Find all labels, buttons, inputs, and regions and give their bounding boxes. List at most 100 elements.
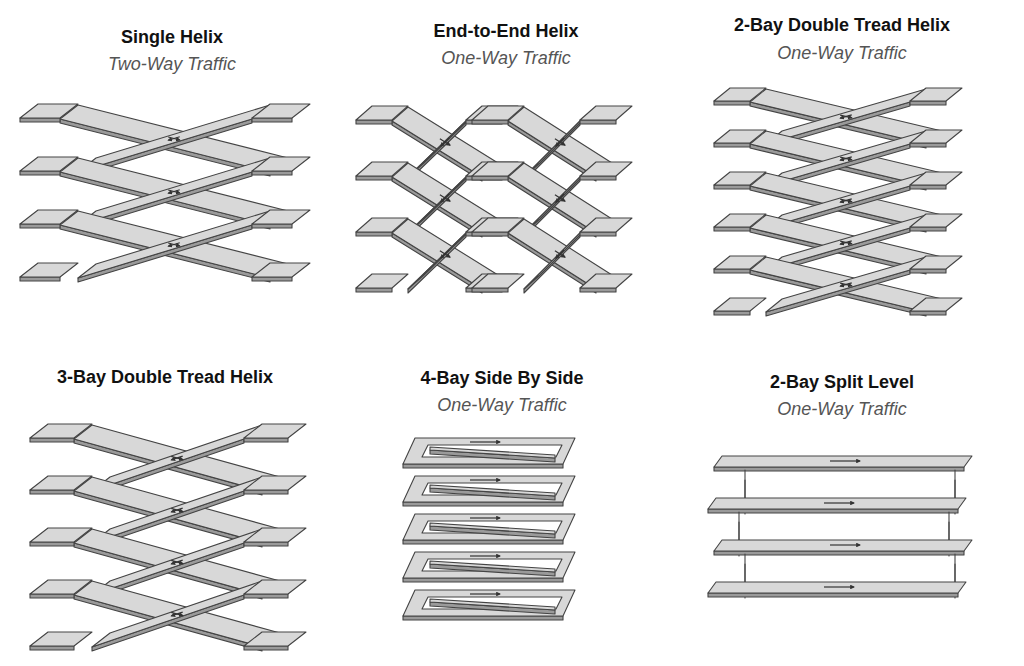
ramp-slab [20,171,60,175]
traffic-arrow [824,502,854,503]
traffic-arrow [470,555,500,556]
ramp-slab [472,106,524,120]
ramp-slab [92,581,262,647]
ramp-slab [472,176,508,180]
ramp-slab [580,218,632,232]
traffic-arrow [168,137,179,140]
traffic-arrow [171,612,183,615]
ramp-slab [708,509,958,513]
ramp-slab [252,263,310,277]
ramp-slab [766,215,926,270]
ramp-slab [714,467,964,471]
traffic-arrow [556,194,564,202]
ramp-slab [244,632,306,646]
ramp-slab [356,162,408,176]
ramp-slab [356,120,392,124]
ramp-slab [580,232,616,236]
ramp-slab [244,424,306,438]
traffic-arrow [840,157,852,160]
ramp-slab [252,118,292,122]
ramp-slab [708,582,966,593]
ramp-slab [750,257,942,312]
traffic-note: Two-Way Traffic [108,53,236,75]
ramp-slab [472,162,524,176]
ramp-slab [714,143,750,147]
ramp-slab [472,120,508,124]
traffic-arrow [168,243,180,246]
traffic-arrow [840,199,852,202]
ramp-slab [910,227,946,231]
ramp-slab [252,171,292,175]
ramp-slab [20,104,78,118]
ramp-slab [580,106,632,120]
ramp-slab [766,131,926,186]
traffic-arrow [168,137,180,140]
traffic-arrow [440,139,450,145]
ramp-slab [20,263,78,277]
ramp-slab [244,438,288,442]
ramp-slab [580,120,616,124]
traffic-arrow [440,195,450,201]
ramp-slab [430,523,555,534]
traffic-arrow [470,517,500,518]
traffic-arrow [171,508,183,511]
ramp-slab [30,490,74,494]
ramp-slab [910,101,946,105]
ramp-slab [92,477,262,543]
ramp-slab [356,176,392,180]
ramp-slab [403,590,575,616]
ramp-slab [910,298,962,311]
traffic-note: One-Way Traffic [777,42,906,64]
ramp-slab [708,593,958,597]
ramp-slab [356,106,408,120]
ramp-slab [580,288,616,292]
ramp-slab [403,578,563,582]
traffic-arrow [840,283,852,286]
ramp-slab [30,594,74,598]
ramp-slab [910,88,962,101]
ramp-slab [472,218,524,232]
ramp-slab [244,542,288,546]
ramp-slab [78,158,270,225]
ramp-slab [714,214,766,227]
ramp-slab [30,424,92,438]
ramp-slab [910,256,962,269]
ramp-slab [30,528,92,542]
panel-title: 3-Bay Double Tread Helix [57,366,273,388]
ramp-slab [714,227,750,231]
ramp-slab [910,130,962,143]
traffic-arrow [440,251,450,257]
ramp-slab [92,595,244,651]
ramp-slab [78,211,270,278]
ramp-slab [580,274,632,288]
traffic-arrow [470,479,500,480]
traffic-note: One-Way Traffic [437,394,566,416]
ramp-slab [714,551,964,555]
ramp-slab [30,646,74,650]
ramp-slab [580,162,632,176]
traffic-arrow [840,199,852,202]
ramp-slab [252,277,292,281]
traffic-arrow [441,194,450,202]
ramp-slab [20,277,60,281]
ramp-slab [403,476,575,502]
traffic-arrow [168,190,179,193]
ramp-slab [403,616,563,620]
panel-title: 2-Bay Split Level [770,371,914,393]
ramp-slab [472,274,524,288]
ramp-slab [430,599,555,610]
ramp-slab [403,540,563,544]
ramp-slab [910,185,946,189]
ramp-slab [30,438,74,442]
ramp-slab [766,257,926,312]
traffic-arrow [441,138,450,146]
traffic-arrow [168,190,180,193]
ramp-slab [580,176,616,180]
ramp-slab [356,288,392,292]
traffic-arrow [168,243,179,246]
ramp-slab [20,157,78,171]
traffic-arrow [840,241,852,244]
panel-title: End-to-End Helix [434,20,579,42]
